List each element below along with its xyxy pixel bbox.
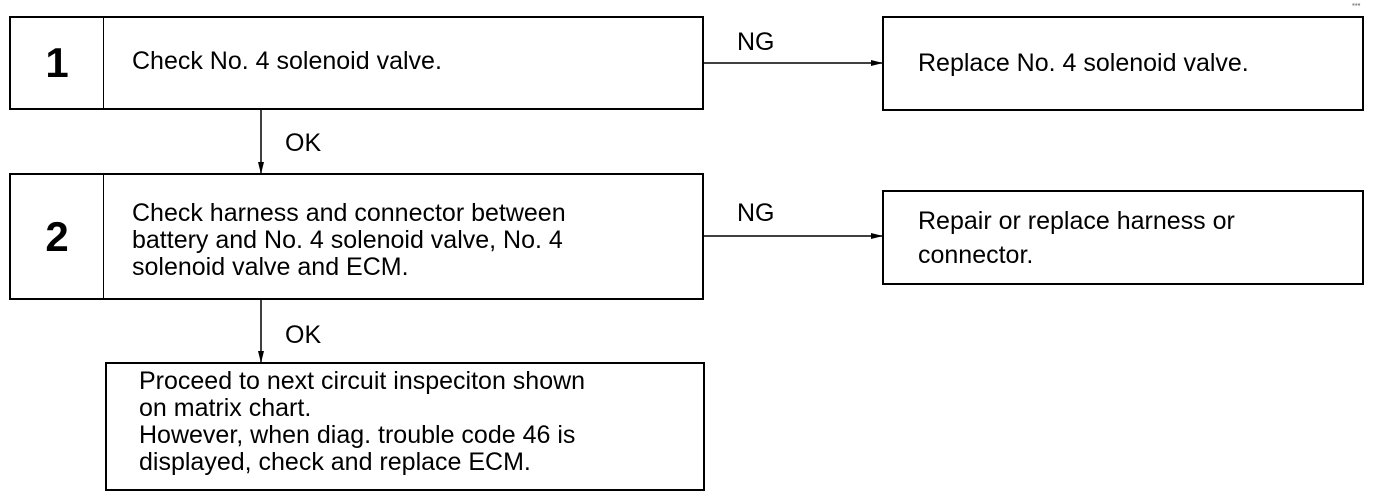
step-2-box: 2 Check harness and connector between ba… <box>9 173 704 300</box>
step-1-number: 1 <box>11 18 104 108</box>
final-text: Proceed to next circuit inspeciton shown… <box>139 367 586 476</box>
action-1-text: Replace No. 4 solenoid valve. <box>918 49 1249 77</box>
action-2-box: Repair or replace harness or connector. <box>882 190 1364 285</box>
step-2-text: Check harness and connector between batt… <box>132 199 566 281</box>
corner-mark: ▪▪▪ <box>1352 0 1361 9</box>
action-2-text: Repair or replace harness or connector. <box>918 207 1235 269</box>
final-box: Proceed to next circuit inspeciton shown… <box>105 362 705 491</box>
step-2-number: 2 <box>11 175 104 298</box>
ok-label-2: OK <box>285 321 322 349</box>
ok-label-1: OK <box>285 129 322 157</box>
ng-label-2: NG <box>737 199 775 227</box>
action-1-box: Replace No. 4 solenoid valve. <box>882 16 1364 111</box>
step-1-text: Check No. 4 solenoid valve. <box>132 47 442 75</box>
step-1-box: 1 Check No. 4 solenoid valve. <box>9 16 704 110</box>
ng-label-1: NG <box>737 28 775 56</box>
